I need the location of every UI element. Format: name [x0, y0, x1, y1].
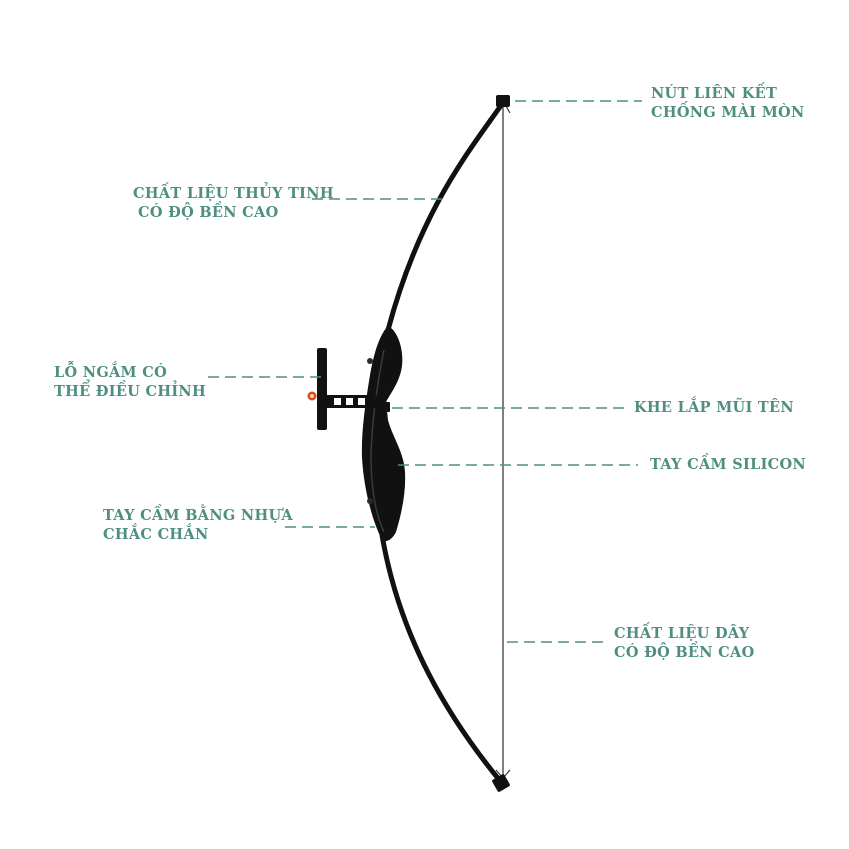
riser-screw-top: [367, 358, 373, 364]
riser-screw-bottom: [367, 498, 373, 504]
label-silicone-grip: TAY CẦM SILICON: [650, 455, 806, 474]
sight-pin-glow: [310, 394, 314, 398]
label-line: TAY CẦM BẰNG NHỰA: [103, 507, 293, 524]
label-line: LỖ NGẮM CÓ: [54, 364, 168, 381]
label-line: CHỐNG MÀI MÒN: [651, 104, 805, 121]
label-line: NÚT LIÊN KẾT: [651, 85, 778, 102]
label-line: KHE LẮP MŨI TÊN: [634, 399, 794, 416]
sight-bar-hole: [346, 398, 353, 405]
sight-plate: [317, 348, 327, 430]
arrow-rest: [376, 402, 390, 412]
label-line: THỂ ĐIỀU CHỈNH: [54, 383, 206, 400]
label-sight: LỖ NGẮM CÓ THỂ ĐIỀU CHỈNH: [54, 363, 206, 401]
label-arrow-rest: KHE LẮP MŨI TÊN: [634, 398, 794, 417]
label-top-nock: NÚT LIÊN KẾT CHỐNG MÀI MÒN: [651, 84, 805, 122]
top-nock: [496, 95, 510, 107]
label-line: CHẤT LIỆU THỦY TINH: [133, 185, 334, 202]
label-line: TAY CẦM SILICON: [650, 456, 806, 473]
bottom-nock: [492, 774, 510, 792]
sight-bar-hole: [358, 398, 365, 405]
label-line: CÓ ĐỘ BỀN CAO: [138, 204, 279, 221]
riser-highlight: [370, 349, 385, 533]
bow-riser: [361, 326, 406, 542]
lower-limb: [379, 532, 504, 785]
label-line: CHẮC CHẮN: [103, 526, 209, 543]
sight-bar-hole: [334, 398, 341, 405]
label-line: CÓ ĐỘ BỀN CAO: [614, 644, 755, 661]
label-limb-material: CHẤT LIỆU THỦY TINH CÓ ĐỘ BỀN CAO: [133, 184, 334, 222]
label-plastic-riser: TAY CẦM BẰNG NHỰA CHẮC CHẮN: [103, 506, 293, 544]
label-line: CHẤT LIỆU DÂY: [614, 625, 750, 642]
label-string-material: CHẤT LIỆU DÂY CÓ ĐỘ BỀN CAO: [614, 624, 755, 662]
upper-limb: [385, 101, 505, 333]
